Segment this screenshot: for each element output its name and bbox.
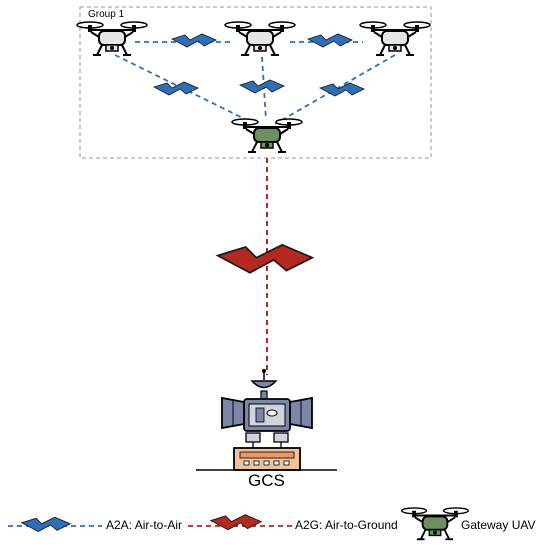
legend-a2g-label: A2G: Air-to-Ground: [295, 518, 398, 532]
a2a-signal-icon: [171, 33, 217, 48]
a2a-signal-icon: [319, 82, 365, 97]
legend-gateway-uav-icon: [400, 506, 470, 541]
legend-a2a-icon: [21, 516, 71, 532]
a2a-link-left-gateway: [114, 54, 256, 125]
group-label: Group 1: [88, 9, 125, 20]
ground-station-icon: [221, 369, 313, 471]
group-boundary: [79, 6, 432, 159]
a2a-signal-icon: [239, 79, 285, 94]
legend-a2g-icon: [210, 514, 262, 531]
gcs-label: GCS: [248, 471, 285, 490]
legend-gateway-label: Gateway UAV: [461, 518, 536, 532]
uav-drone-icon: [76, 21, 148, 56]
gateway-uav-icon: [231, 118, 303, 153]
a2g-signal-icon: [216, 243, 314, 274]
uav-drone-icon: [359, 21, 431, 56]
legend-a2a-label: A2A: Air-to-Air: [106, 518, 183, 532]
a2a-signal-icon: [307, 33, 353, 48]
legend: [8, 506, 470, 541]
uav-drone-icon: [224, 21, 296, 56]
